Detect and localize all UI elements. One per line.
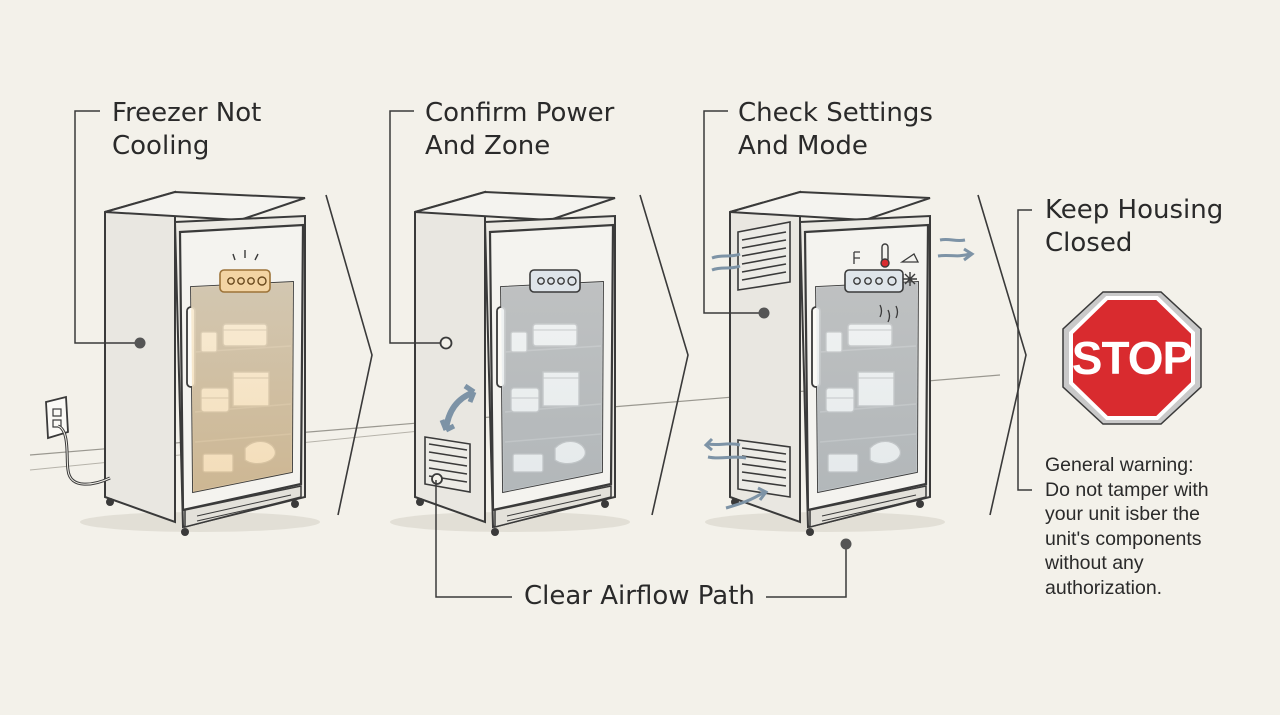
snowflake-icon xyxy=(903,272,917,286)
leader-lines xyxy=(74,110,1032,598)
warning-line: unit's components xyxy=(1045,527,1202,550)
step-1-label: Freezer Not Cooling xyxy=(112,98,262,161)
warning-line: your unit isber the xyxy=(1045,503,1201,525)
fridge-step-3 xyxy=(703,190,947,538)
chevron-1 xyxy=(325,194,373,516)
stop-text: STOP xyxy=(1072,332,1193,384)
warning-line: Do not tamper with xyxy=(1045,478,1209,501)
chevron-3 xyxy=(977,194,1027,516)
fridge-step-1 xyxy=(78,190,322,538)
step-4-label: Keep Housing Closed xyxy=(1045,195,1224,258)
step-2-label: Confirm Power And Zone xyxy=(425,98,615,161)
fridge-step-2 xyxy=(388,190,632,538)
step-3-label: Check Settings And Mode xyxy=(738,98,933,161)
warning-line: authorization. xyxy=(1045,576,1163,599)
warning-text: General warning: Do not tamper with your… xyxy=(1045,453,1209,600)
chevron-2 xyxy=(639,194,689,516)
leader-dots xyxy=(134,307,852,550)
warning-line: General warning: xyxy=(1045,454,1194,476)
warning-line: without any xyxy=(1045,552,1144,574)
thermometer-icon xyxy=(880,243,890,268)
airflow-label: Clear Airflow Path xyxy=(524,581,755,611)
wall-outlet-icon xyxy=(45,395,111,486)
step-separators xyxy=(325,194,1027,516)
stop-sign: STOP xyxy=(1062,291,1202,425)
airflow-arrows xyxy=(703,237,975,510)
